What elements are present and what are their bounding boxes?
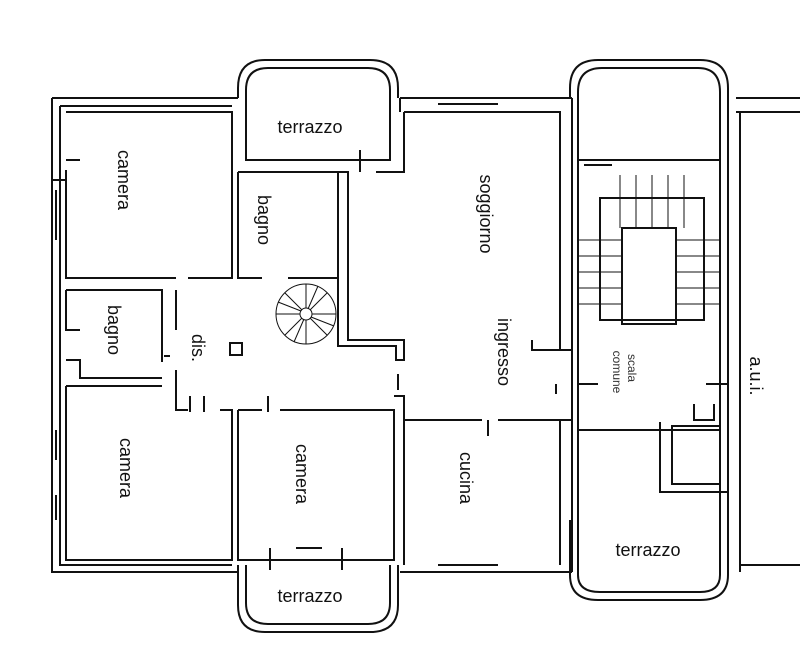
terrazzo-right-balcony <box>569 429 729 601</box>
label-bagno-left: bagno <box>104 305 124 355</box>
label-ingresso: ingresso <box>494 318 514 386</box>
label-terrazzo-bottom: terrazzo <box>277 586 342 606</box>
fixtures <box>55 103 612 570</box>
label-scala: scala <box>625 354 639 382</box>
label-terrazzo-right: terrazzo <box>615 540 680 560</box>
label-comune: comune <box>610 351 624 394</box>
label-soggiorno: soggiorno <box>476 174 496 253</box>
scala-comune-stairs <box>577 159 728 493</box>
spiral-staircase <box>275 283 337 345</box>
label-bagno-center: bagno <box>254 195 274 245</box>
label-camera-bottom-left: camera <box>116 438 136 499</box>
room-labels: camera bagno camera bagno dis. camera te… <box>104 117 766 606</box>
label-aui: a.u.i. <box>746 356 766 395</box>
terrazzo-bottom-balcony <box>237 565 399 633</box>
label-dis: dis. <box>188 334 208 362</box>
interior-walls-left <box>52 111 405 561</box>
label-terrazzo-top: terrazzo <box>277 117 342 137</box>
label-camera-bottom-center: camera <box>292 444 312 505</box>
label-cucina: cucina <box>456 452 476 505</box>
terrazzo-top-right-balcony <box>569 59 729 161</box>
terrazzo-top-balcony <box>237 59 399 161</box>
label-camera-top-left: camera <box>114 150 134 211</box>
interior-walls-right <box>376 98 572 565</box>
